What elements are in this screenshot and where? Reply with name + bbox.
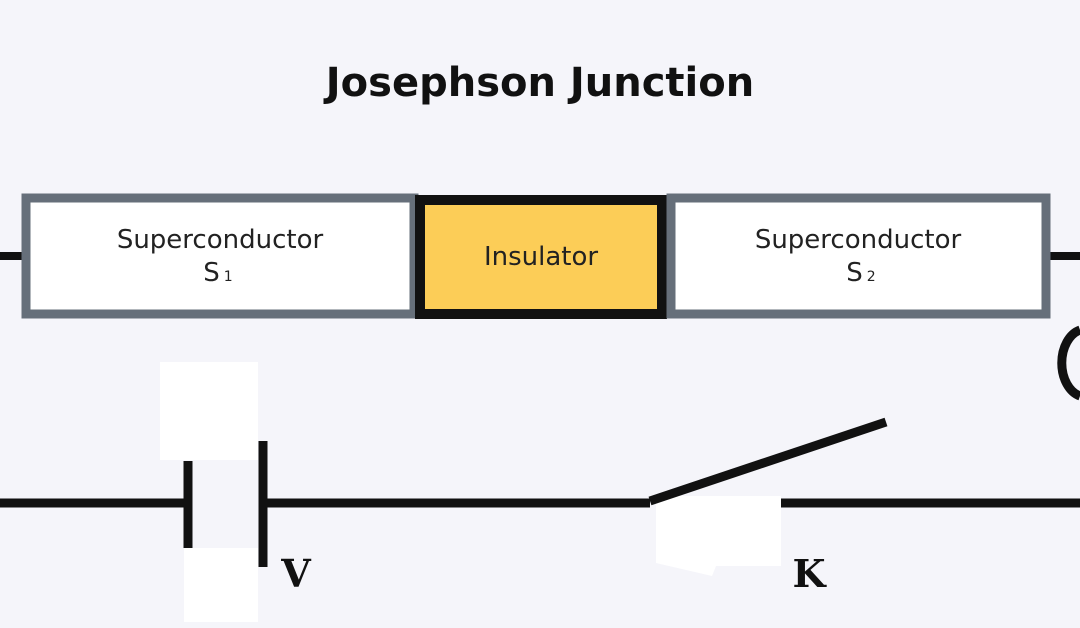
switch-label: K [792, 551, 827, 596]
switch-symbol [648, 417, 888, 576]
battery-voltage-label: V [280, 551, 312, 596]
meter-circle-partial [1057, 325, 1080, 401]
insulator-label: Insulator [484, 242, 598, 272]
superconductor-s1-label: Superconductor [117, 225, 324, 255]
diagram-title: Josephson Junction [323, 60, 754, 106]
battery-symbol [160, 362, 268, 622]
insulator-block: Insulator [415, 195, 667, 319]
superconductor-s2-label: Superconductor [755, 225, 962, 255]
